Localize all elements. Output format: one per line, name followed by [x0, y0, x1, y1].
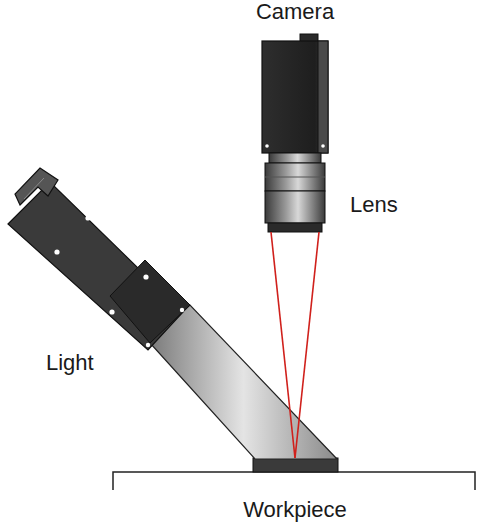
view-ray	[271, 232, 295, 458]
workpiece	[253, 458, 338, 472]
view-ray	[295, 232, 319, 458]
light-label: Light	[46, 352, 94, 374]
camera-label: Camera	[256, 1, 334, 23]
lens	[265, 153, 325, 232]
light-source	[8, 168, 190, 350]
camera	[262, 34, 328, 153]
lens-label: Lens	[350, 194, 398, 216]
base-table	[113, 472, 475, 490]
workpiece-label: Workpiece	[243, 499, 347, 521]
